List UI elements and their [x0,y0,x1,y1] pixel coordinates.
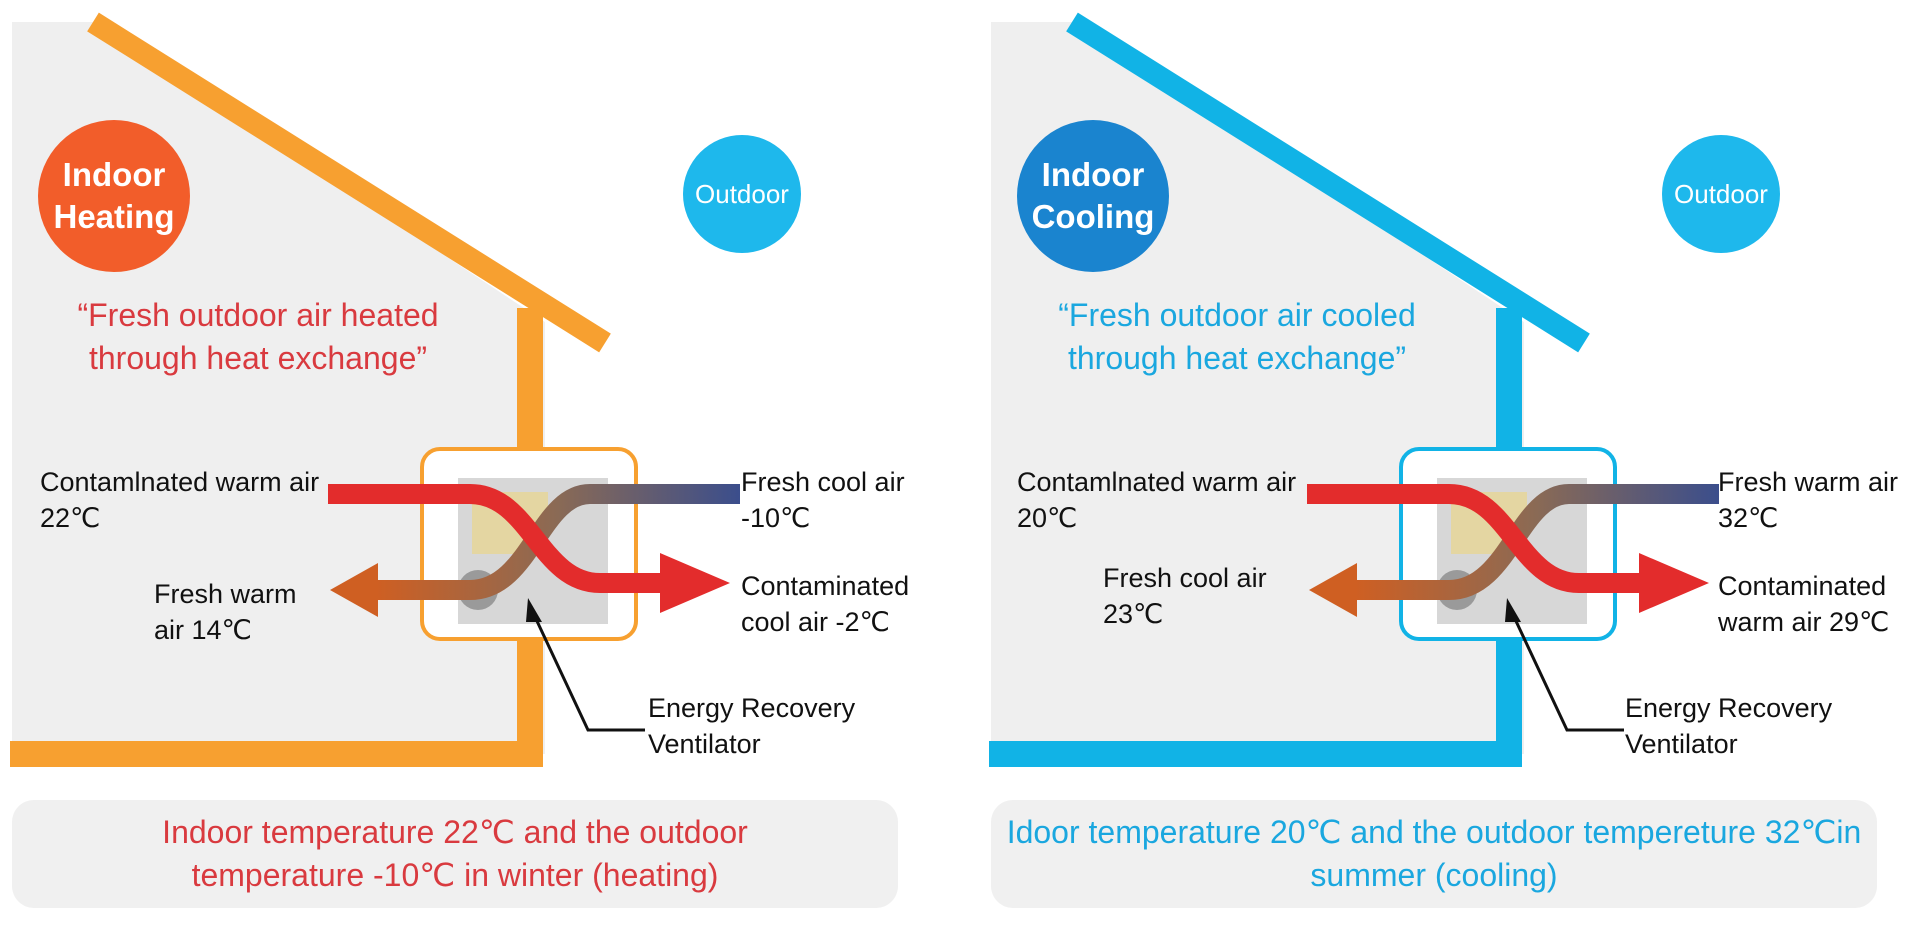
contaminated-cool-air-label: Contaminated cool air -2℃ [741,571,910,638]
outdoor-badge: Outdoor [683,135,801,253]
fresh-air-arrowhead [330,563,378,617]
device-pointer-arrowhead [526,598,542,622]
fresh-cool-air-label: Fresh cool air 23℃ [1103,563,1267,630]
contaminated-warm-air-label: Contamlnated warm air 20℃ [1017,467,1297,534]
energy-recovery-ventilator-label: Energy Recovery Ventilator [1625,693,1833,760]
indoor-heating-badge: Indoor Heating [38,120,190,272]
exhaust-air-flow [1307,484,1659,593]
heating-footer-text: Indoor temperature 22℃ and the outdoor t… [162,813,748,893]
cooling-panel: Indoor Cooling Outdoor “Fresh outdoor ai… [979,0,1918,929]
device-pointer-arrowhead [1505,598,1521,622]
fresh-warm-air-label: Fresh warm air 32℃ [1718,467,1899,534]
indoor-cooling-badge: Indoor Cooling [1017,120,1169,272]
device-pointer [1506,603,1624,732]
fresh-air-arrowhead [1309,563,1357,617]
fresh-warm-air-label: Fresh warm air 14℃ [154,579,297,646]
energy-recovery-ventilator-label: Energy Recovery Ventilator [648,693,856,760]
cooling-footer: Idoor temperature 20℃ and the outdoor te… [991,800,1877,908]
house-roof [87,12,611,353]
contaminated-warm-air-outdoor-label: Contaminated warm air 29℃ [1718,571,1890,638]
exhaust-air-flow [328,484,680,593]
house-roof [1066,12,1590,353]
heating-footer: Indoor temperature 22℃ and the outdoor t… [12,800,898,908]
outdoor-badge: Outdoor [1662,135,1780,253]
cooling-footer-text: Idoor temperature 20℃ and the outdoor te… [1006,813,1862,893]
exhaust-air-arrowhead [1639,553,1709,613]
exhaust-air-arrowhead [660,553,730,613]
cooling-quote: “Fresh outdoor air cooled through heat e… [1058,297,1416,377]
device-pointer [527,603,645,732]
heating-panel: Indoor Heating Outdoor “Fresh outdoor ai… [10,12,910,908]
fresh-cool-air-label: Fresh cool air -10℃ [741,467,905,534]
heating-quote: “Fresh outdoor air heated through heat e… [77,297,439,377]
contaminated-warm-air-label: Contamlnated warm air 22℃ [40,467,320,534]
